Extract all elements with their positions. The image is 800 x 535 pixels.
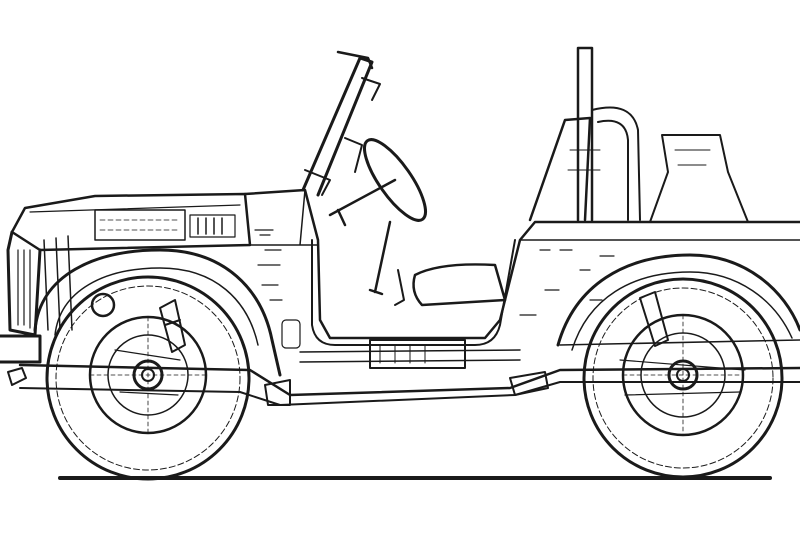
rear-seat xyxy=(649,134,749,223)
gear-lever xyxy=(368,220,392,296)
front-bumper xyxy=(0,334,42,364)
door-opening xyxy=(311,239,516,346)
rear-suspension xyxy=(639,291,669,347)
chassis-frame xyxy=(18,363,800,397)
tow-hook xyxy=(7,367,27,386)
windshield-frame xyxy=(301,50,381,197)
headlamp xyxy=(90,292,116,318)
transfer-case xyxy=(369,339,466,369)
rear-wheel xyxy=(582,277,784,479)
radiator-grille xyxy=(6,230,73,337)
front-seat xyxy=(412,263,507,307)
body-tub-side xyxy=(519,239,800,346)
steering-wheel xyxy=(328,138,427,227)
rear-fender xyxy=(556,253,800,347)
cowl xyxy=(243,188,800,340)
transfer-lever xyxy=(394,269,405,306)
front-suspension xyxy=(159,299,186,353)
front-fender xyxy=(33,248,282,377)
roll-bar xyxy=(576,46,594,222)
front-wheel xyxy=(45,275,251,481)
